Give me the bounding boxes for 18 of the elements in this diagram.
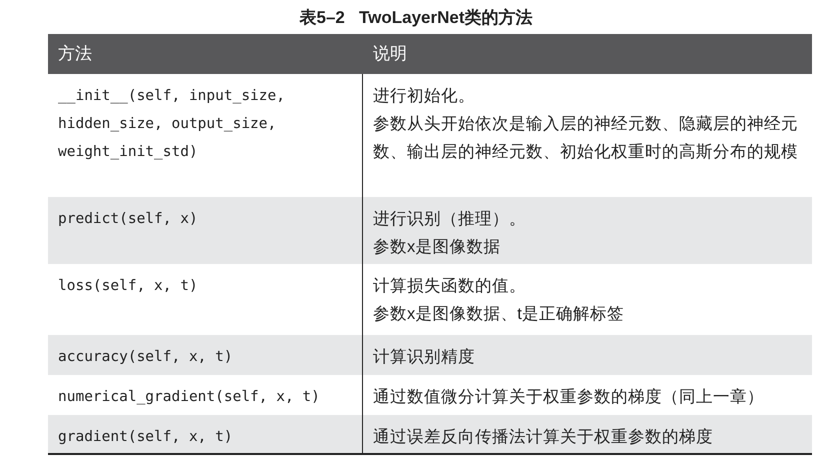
method-signature: loss(self, x, t) xyxy=(58,277,198,296)
method-signature: __init__(self, input_size, hidden_size, output_size, weight_init_std) xyxy=(58,87,286,162)
description-text: 计算识别精度 xyxy=(373,347,475,368)
method-signature: gradient(self, x, t) xyxy=(58,428,233,447)
description-text: 参数x是图像数据、t是正确解标签 xyxy=(373,304,624,325)
method-signature: numerical_gradient(self, x, t) xyxy=(58,388,320,407)
table-title: 表5–2 TwoLayerNet类的方法 xyxy=(298,7,534,29)
description-text: 通过误差反向传播法计算关于权重参数的梯度 xyxy=(373,427,713,448)
method-signature: predict(self, x) xyxy=(58,210,198,229)
description-text: 参数从头开始依次是输入层的神经元数、隐藏层的神经元数、输出层的神经元数、初始化权重时的高斯分布的规模 xyxy=(373,114,799,163)
description-text: 进行识别（推理）。 xyxy=(373,209,526,230)
description-text: 计算损失函数的值。 xyxy=(373,276,526,297)
description-text: 通过数值微分计算关于权重参数的梯度（同上一章） xyxy=(373,387,764,408)
description-text: 参数x是图像数据 xyxy=(373,237,500,258)
method-signature: accuracy(self, x, t) xyxy=(58,348,233,367)
column-header: 方法 xyxy=(58,43,92,65)
column-header: 说明 xyxy=(373,43,407,65)
description-text: 进行初始化。 xyxy=(373,86,475,107)
